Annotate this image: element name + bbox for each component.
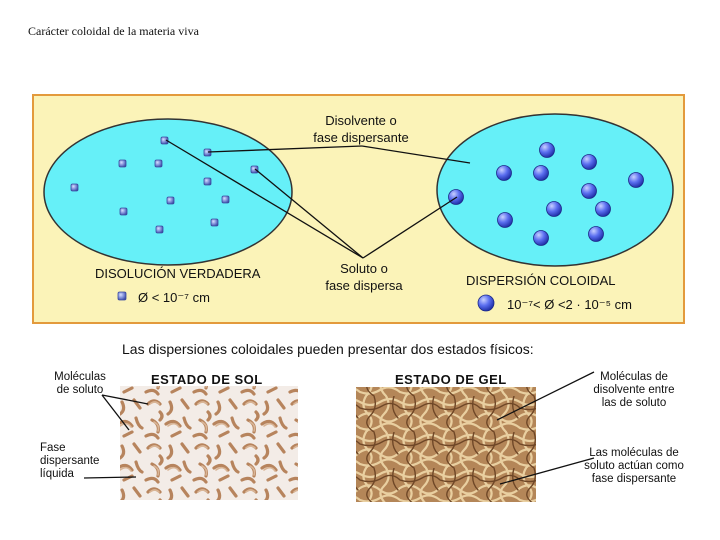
small-particle <box>250 165 259 174</box>
solvent-molecules-line3: las de soluto <box>601 397 667 409</box>
sol-state-heading: ESTADO DE SOL <box>151 372 263 387</box>
large-particle <box>533 230 549 246</box>
true-solution-label: DISOLUCIÓN VERDADERA <box>95 266 261 281</box>
large-particle <box>595 201 611 217</box>
gel-state-texture <box>356 387 536 502</box>
colloid-size: 10⁻⁷< Ø <2 · 10⁻⁵ cm <box>507 297 632 312</box>
solute-particles-small <box>70 136 259 301</box>
small-particle <box>155 225 164 234</box>
solvent-label: Disolvente o fase dispersante <box>300 112 422 146</box>
small-particle-legend <box>117 291 127 301</box>
large-particle <box>533 165 549 181</box>
large-particle <box>628 172 644 188</box>
solute-dispersant-line3: fase dispersante <box>591 473 677 485</box>
solute-molecules-label: Moléculas de soluto <box>40 371 120 397</box>
small-particle <box>154 159 163 168</box>
small-particle <box>166 196 175 205</box>
bottom-pointer-lines <box>83 371 595 485</box>
large-particle-legend <box>477 294 495 312</box>
solute-dispersant-label: Las moléculas de soluto actúan como fase… <box>572 447 696 486</box>
small-particle <box>119 207 128 216</box>
pointer-lines <box>165 139 471 259</box>
page-title: Carácter coloidal de la materia viva <box>28 24 199 38</box>
solvent-molecules-line1: Moléculas de <box>600 371 668 383</box>
solute-molecules-line2: de soluto <box>56 384 104 396</box>
solute-label-line2: fase dispersa <box>325 278 403 293</box>
liquid-dispersant-line2: dispersante <box>40 455 100 467</box>
large-particle <box>496 165 512 181</box>
solute-dispersant-line2: soluto actúan como <box>584 460 684 472</box>
large-particle <box>539 142 555 158</box>
small-particle <box>221 195 230 204</box>
true-solution-ellipse <box>43 118 293 266</box>
liquid-dispersant-label: Fase dispersante líquida <box>40 442 120 481</box>
small-particle <box>70 183 79 192</box>
solvent-label-line2: fase dispersante <box>313 130 409 145</box>
small-particle <box>203 177 212 186</box>
solute-dispersant-line1: Las moléculas de <box>589 447 679 459</box>
subtitle: Las dispersiones coloidales pueden prese… <box>122 341 534 357</box>
colloid-dispersion-label: DISPERSIÓN COLOIDAL <box>466 273 616 288</box>
small-particle <box>210 218 219 227</box>
solvent-molecules-line2: disolvente entre <box>593 384 675 396</box>
solute-molecules-line1: Moléculas <box>54 371 106 383</box>
large-particle <box>581 154 597 170</box>
liquid-dispersant-line1: Fase <box>40 442 66 454</box>
colloid-dispersion-ellipse <box>436 113 674 267</box>
large-particle <box>546 201 562 217</box>
solute-label-line1: Soluto o <box>340 261 388 276</box>
solvent-label-line1: Disolvente o <box>325 113 397 128</box>
small-particle <box>118 159 127 168</box>
sol-state-texture <box>120 386 298 500</box>
liquid-dispersant-line3: líquida <box>40 468 74 480</box>
large-particle <box>581 183 597 199</box>
gel-state-heading: ESTADO DE GEL <box>395 372 507 387</box>
large-particle <box>497 212 513 228</box>
solvent-molecules-label: Moléculas de disolvente entre las de sol… <box>572 371 696 410</box>
solute-label: Soluto o fase dispersa <box>305 260 423 294</box>
true-solution-size: Ø < 10⁻⁷ cm <box>138 290 210 305</box>
large-particle <box>588 226 604 242</box>
